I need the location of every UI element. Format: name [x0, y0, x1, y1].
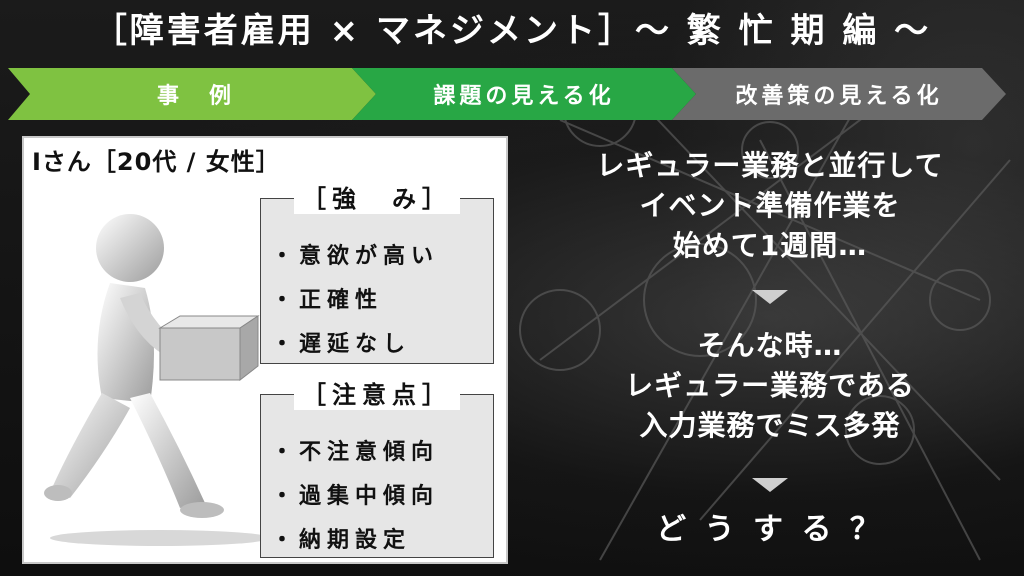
list-item: ・遅延なし — [271, 332, 412, 357]
person-carrying-box-illustration — [44, 214, 270, 546]
step-progress: 事 例 課題の見える化 改善策の見える化 — [8, 68, 1008, 120]
narrative-line: レギュラー業務と並行して — [596, 149, 944, 182]
profile-name: Iさん［20代 / 女性］ — [32, 148, 281, 176]
step-improvement-visualization: 改善策の見える化 — [672, 68, 1006, 120]
list-item: ・納期設定 — [271, 528, 412, 553]
step-case-example: 事 例 — [8, 68, 376, 120]
narrative-line: イベント準備作業を — [639, 189, 901, 222]
narrative-block-2: そんな時… レギュラー業務である 入力業務でミス多発 — [520, 326, 1020, 446]
question-text: ど う す る ？ — [656, 512, 884, 547]
cautions-box: ［注意点］ ・不注意傾向 ・過集中傾向 ・納期設定 — [260, 375, 494, 558]
narrative-line: そんな時… — [697, 329, 843, 362]
narrative-block-1: レギュラー業務と並行して イベント準備作業を 始めて1週間… — [520, 146, 1020, 266]
list-item: ・意欲が高い — [271, 244, 440, 269]
narrative-line: レギュラー業務である — [625, 369, 915, 402]
page-title: ［障害者雇用 × マネジメント］～ 繁 忙 期 編 ～ — [92, 11, 932, 51]
strengths-box: ［強 み］ ・意欲が高い ・正確性 ・遅延なし — [260, 179, 494, 367]
cautions-label: ［注意点］ — [294, 375, 460, 410]
narrative-line: 始めて1週間… — [672, 229, 868, 262]
list-item: ・不注意傾向 — [271, 440, 440, 465]
cautions-list: ・不注意傾向 ・過集中傾向 ・納期設定 — [271, 431, 439, 563]
profile-card: Iさん［20代 / 女性］ ［強 み］ ・意欲が高い ・正確性 ・遅延なし ［注… — [22, 136, 508, 564]
down-arrow-icon — [752, 290, 788, 304]
down-arrow-icon — [752, 478, 788, 492]
list-item: ・正確性 — [271, 288, 384, 313]
strengths-list: ・意欲が高い ・正確性 ・遅延なし — [271, 235, 439, 367]
strengths-label: ［強 み］ — [294, 179, 460, 214]
list-item: ・過集中傾向 — [271, 484, 440, 509]
step-issue-visualization: 課題の見える化 — [352, 68, 696, 120]
narrative-line: 入力業務でミス多発 — [639, 409, 901, 442]
